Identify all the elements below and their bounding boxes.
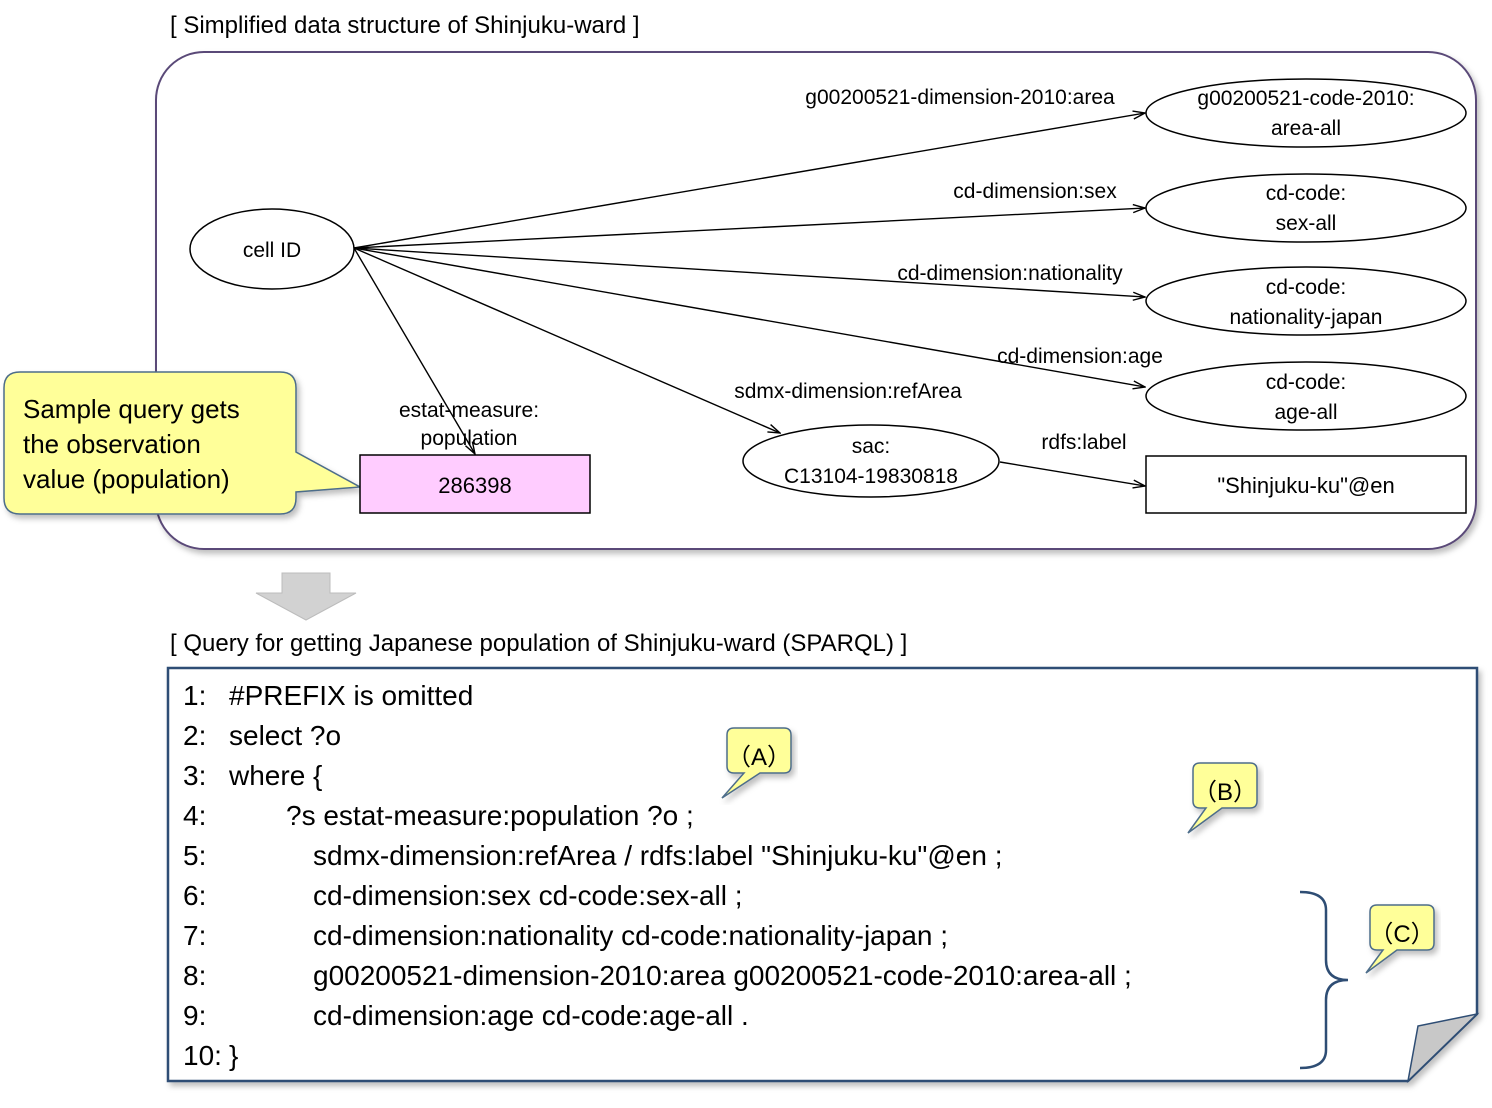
query-line-code: cd-dimension:sex cd-code:sex-all ; — [313, 880, 743, 911]
edge-age-arrow — [353, 247, 1145, 387]
query-line-code: g00200521-dimension-2010:area g00200521-… — [313, 960, 1132, 991]
edge-refarea-label: sdmx-dimension:refArea — [734, 380, 962, 403]
sac-node — [742, 424, 1000, 498]
sample-query-callout-line1: Sample query gets — [23, 394, 240, 424]
area-node — [1145, 78, 1467, 148]
edge-population-label-line1: estat-measure: — [399, 399, 539, 422]
nationality-node-line1: cd-code: — [1266, 276, 1347, 299]
edge-label-label: rdfs:label — [1041, 431, 1126, 454]
edge-population-label-line2: population — [421, 427, 518, 450]
query-line-number: 4: — [183, 800, 207, 831]
sample-query-callout-line2: the observation — [23, 429, 201, 459]
sac-node-line1: sac: — [852, 435, 891, 458]
cell-id-text: cell ID — [243, 239, 301, 262]
sample-query-callout — [3, 371, 363, 515]
callout-c — [1365, 904, 1435, 974]
query-line-code: where { — [229, 760, 323, 791]
callout-b-text: （B） — [1193, 779, 1257, 806]
edge-sex-arrow — [353, 208, 1145, 249]
age-node — [1145, 361, 1467, 431]
edge-nationality-arrow — [353, 247, 1145, 297]
callout-c-text: （C） — [1369, 921, 1434, 948]
query-line-number: 5: — [183, 840, 207, 871]
edge-area-arrow — [353, 113, 1145, 249]
callout-b — [1187, 762, 1258, 834]
sex-node-line1: cd-code: — [1266, 182, 1347, 205]
query-line-code: cd-dimension:age cd-code:age-all . — [313, 1000, 749, 1031]
nationality-node — [1145, 266, 1467, 336]
query-line-number: 9: — [183, 1000, 207, 1031]
query-line-number: 3: — [183, 760, 207, 791]
edge-population-arrow — [353, 247, 475, 454]
query-caption: [ Query for getting Japanese population … — [170, 630, 908, 657]
edge-sex-label: cd-dimension:sex — [953, 180, 1117, 203]
query-line-code: } — [229, 1040, 239, 1071]
area-node-line1: g00200521-code-2010: — [1197, 87, 1414, 110]
query-line-number: 10: — [183, 1040, 222, 1071]
sex-node-line2: sex-all — [1276, 212, 1337, 235]
folded-corner-icon — [1406, 1012, 1480, 1084]
area-node-line2: area-all — [1271, 117, 1341, 140]
query-line-code: sdmx-dimension:refArea / rdfs:label "Shi… — [313, 840, 1003, 871]
brace-icon — [1299, 890, 1349, 1070]
query-line-code: cd-dimension:nationality cd-code:nationa… — [313, 920, 949, 951]
population-value-text: 286398 — [438, 473, 511, 498]
age-node-line2: age-all — [1274, 401, 1337, 424]
query-line-code: #PREFIX is omitted — [229, 680, 474, 711]
population-value-node — [359, 454, 591, 514]
callout-a-text: （A） — [727, 744, 791, 771]
callout-a — [721, 727, 792, 799]
sample-query-callout-line3: value (population) — [23, 464, 230, 494]
query-line-number: 2: — [183, 720, 207, 751]
edge-nationality-label: cd-dimension:nationality — [897, 262, 1123, 285]
down-arrow-icon — [255, 572, 357, 621]
edge-area-label: g00200521-dimension-2010:area — [805, 86, 1115, 109]
query-line-code: ?s estat-measure:population ?o ; — [286, 800, 694, 831]
sex-node — [1145, 173, 1467, 243]
query-line-number: 1: — [183, 680, 207, 711]
data-structure-caption: [ Simplified data structure of Shinjuku-… — [170, 12, 640, 39]
graph-container — [155, 51, 1477, 550]
query-line-code: select ?o — [229, 720, 342, 751]
query-line-number: 7: — [183, 920, 207, 951]
sac-node-line2: C13104-19830818 — [784, 465, 958, 488]
nationality-node-line2: nationality-japan — [1230, 306, 1383, 329]
age-node-line1: cd-code: — [1266, 371, 1347, 394]
cell-id-node — [189, 208, 355, 290]
query-line-number: 8: — [183, 960, 207, 991]
label-literal-text: "Shinjuku-ku"@en — [1217, 473, 1394, 498]
edge-age-label: cd-dimension:age — [997, 345, 1163, 368]
label-literal-node — [1145, 455, 1467, 514]
edge-label-arrow — [999, 461, 1145, 486]
edge-refarea-arrow — [353, 247, 780, 433]
query-line-number: 6: — [183, 880, 207, 911]
